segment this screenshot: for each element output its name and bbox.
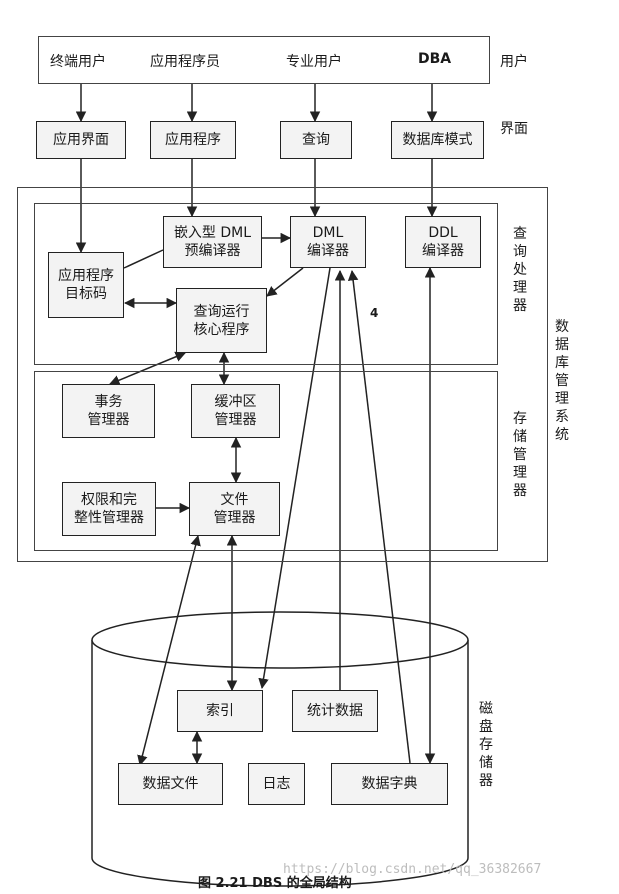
buffer-manager: 缓冲区 管理器: [191, 384, 280, 438]
auth-integrity-manager: 权限和完 整性管理器: [62, 482, 156, 536]
embedded-dml-line1: 嵌入型 DML: [173, 225, 252, 241]
interface-app-ui: 应用界面: [36, 121, 126, 159]
interface-db-schema-label: 数据库模式: [402, 132, 473, 148]
dbms-label: 数据库管理系统: [555, 319, 569, 443]
dml-compiler-line2: 编译器: [307, 243, 349, 259]
data-dictionary-label: 数据字典: [361, 776, 418, 792]
dml-compiler-line1: DML: [312, 225, 344, 241]
data-dictionary-box: 数据字典: [331, 763, 448, 805]
index-label: 索引: [206, 703, 234, 719]
stats-label: 统计数据: [307, 703, 363, 719]
users-frame: [38, 36, 490, 84]
arrow-runtime-to-txn: [109, 351, 186, 386]
interface-app-program-label: 应用程序: [165, 132, 221, 148]
user-end-user: 终端用户: [50, 54, 106, 70]
user-pro-user: 专业用户: [286, 54, 342, 70]
buffer-line1: 缓冲区: [214, 394, 257, 410]
app-object-code: 应用程序 目标码: [48, 252, 124, 318]
transaction-manager: 事务 管理器: [62, 384, 155, 438]
disk-storage-label: 磁盘存储器: [479, 701, 493, 789]
interface-query: 查询: [280, 121, 352, 159]
interface-app-program: 应用程序: [150, 121, 236, 159]
embedded-dml-precompiler: 嵌入型 DML 预编译器: [163, 216, 262, 268]
arrow-file-to-datafiles: [137, 534, 201, 767]
query-runtime-line2: 核心程序: [193, 321, 250, 338]
dml-compiler: DML 编译器: [290, 216, 366, 268]
storage-manager-frame: [34, 371, 498, 551]
app-object-line2: 目标码: [65, 286, 107, 302]
file-line1: 文件: [220, 492, 249, 508]
app-object-line1: 应用程序: [58, 268, 114, 284]
query-processor-label: 查询处理器: [513, 226, 527, 314]
query-runtime-line1: 查询运行: [193, 303, 250, 320]
user-app-programmer: 应用程序员: [150, 54, 220, 70]
interface-app-ui-label: 应用界面: [53, 132, 109, 148]
ddl-compiler: DDL 编译器: [405, 216, 481, 268]
link-precompiler-appobject: [123, 249, 164, 269]
disk-cylinder: [91, 611, 469, 887]
embedded-dml-line2: 预编译器: [184, 243, 241, 259]
txn-line2: 管理器: [87, 412, 130, 428]
interface-db-schema: 数据库模式: [391, 121, 484, 159]
query-runtime-core: 查询运行 核心程序: [176, 288, 267, 353]
users-layer-label: 用户: [500, 54, 528, 70]
log-box: 日志: [248, 763, 305, 805]
query-processor-frame: [34, 203, 498, 365]
user-dba: DBA: [418, 51, 452, 67]
log-label: 日志: [262, 776, 291, 792]
arrow-dictionary-to-dmlcompiler: [347, 269, 411, 764]
dbms-frame: [17, 187, 548, 562]
stats-box: 统计数据: [292, 690, 378, 732]
arrow-dmlcompiler-to-runtime: [266, 267, 304, 297]
file-line2: 管理器: [213, 510, 256, 526]
auth-line1: 权限和完: [81, 492, 137, 508]
data-files-label: 数据文件: [142, 776, 199, 792]
buffer-line2: 管理器: [214, 412, 257, 428]
auth-line2: 整性管理器: [74, 510, 144, 526]
storage-manager-label: 存储管理器: [513, 411, 527, 499]
data-files-box: 数据文件: [118, 763, 223, 805]
ddl-compiler-line2: 编译器: [422, 243, 464, 259]
arrow-dmlcompiler-to-index: [258, 267, 331, 690]
interface-query-label: 查询: [302, 132, 330, 148]
index-box: 索引: [177, 690, 263, 732]
txn-line1: 事务: [94, 394, 123, 410]
watermark-url: https://blog.csdn.net/qq_36382667: [283, 862, 542, 877]
stray-mark: 4: [370, 306, 379, 320]
interface-layer-label: 界面: [500, 121, 528, 137]
figure-caption: 图 2.21 DBS 的全局结构: [198, 876, 352, 891]
ddl-compiler-line1: DDL: [428, 225, 458, 241]
file-manager: 文件 管理器: [189, 482, 280, 536]
